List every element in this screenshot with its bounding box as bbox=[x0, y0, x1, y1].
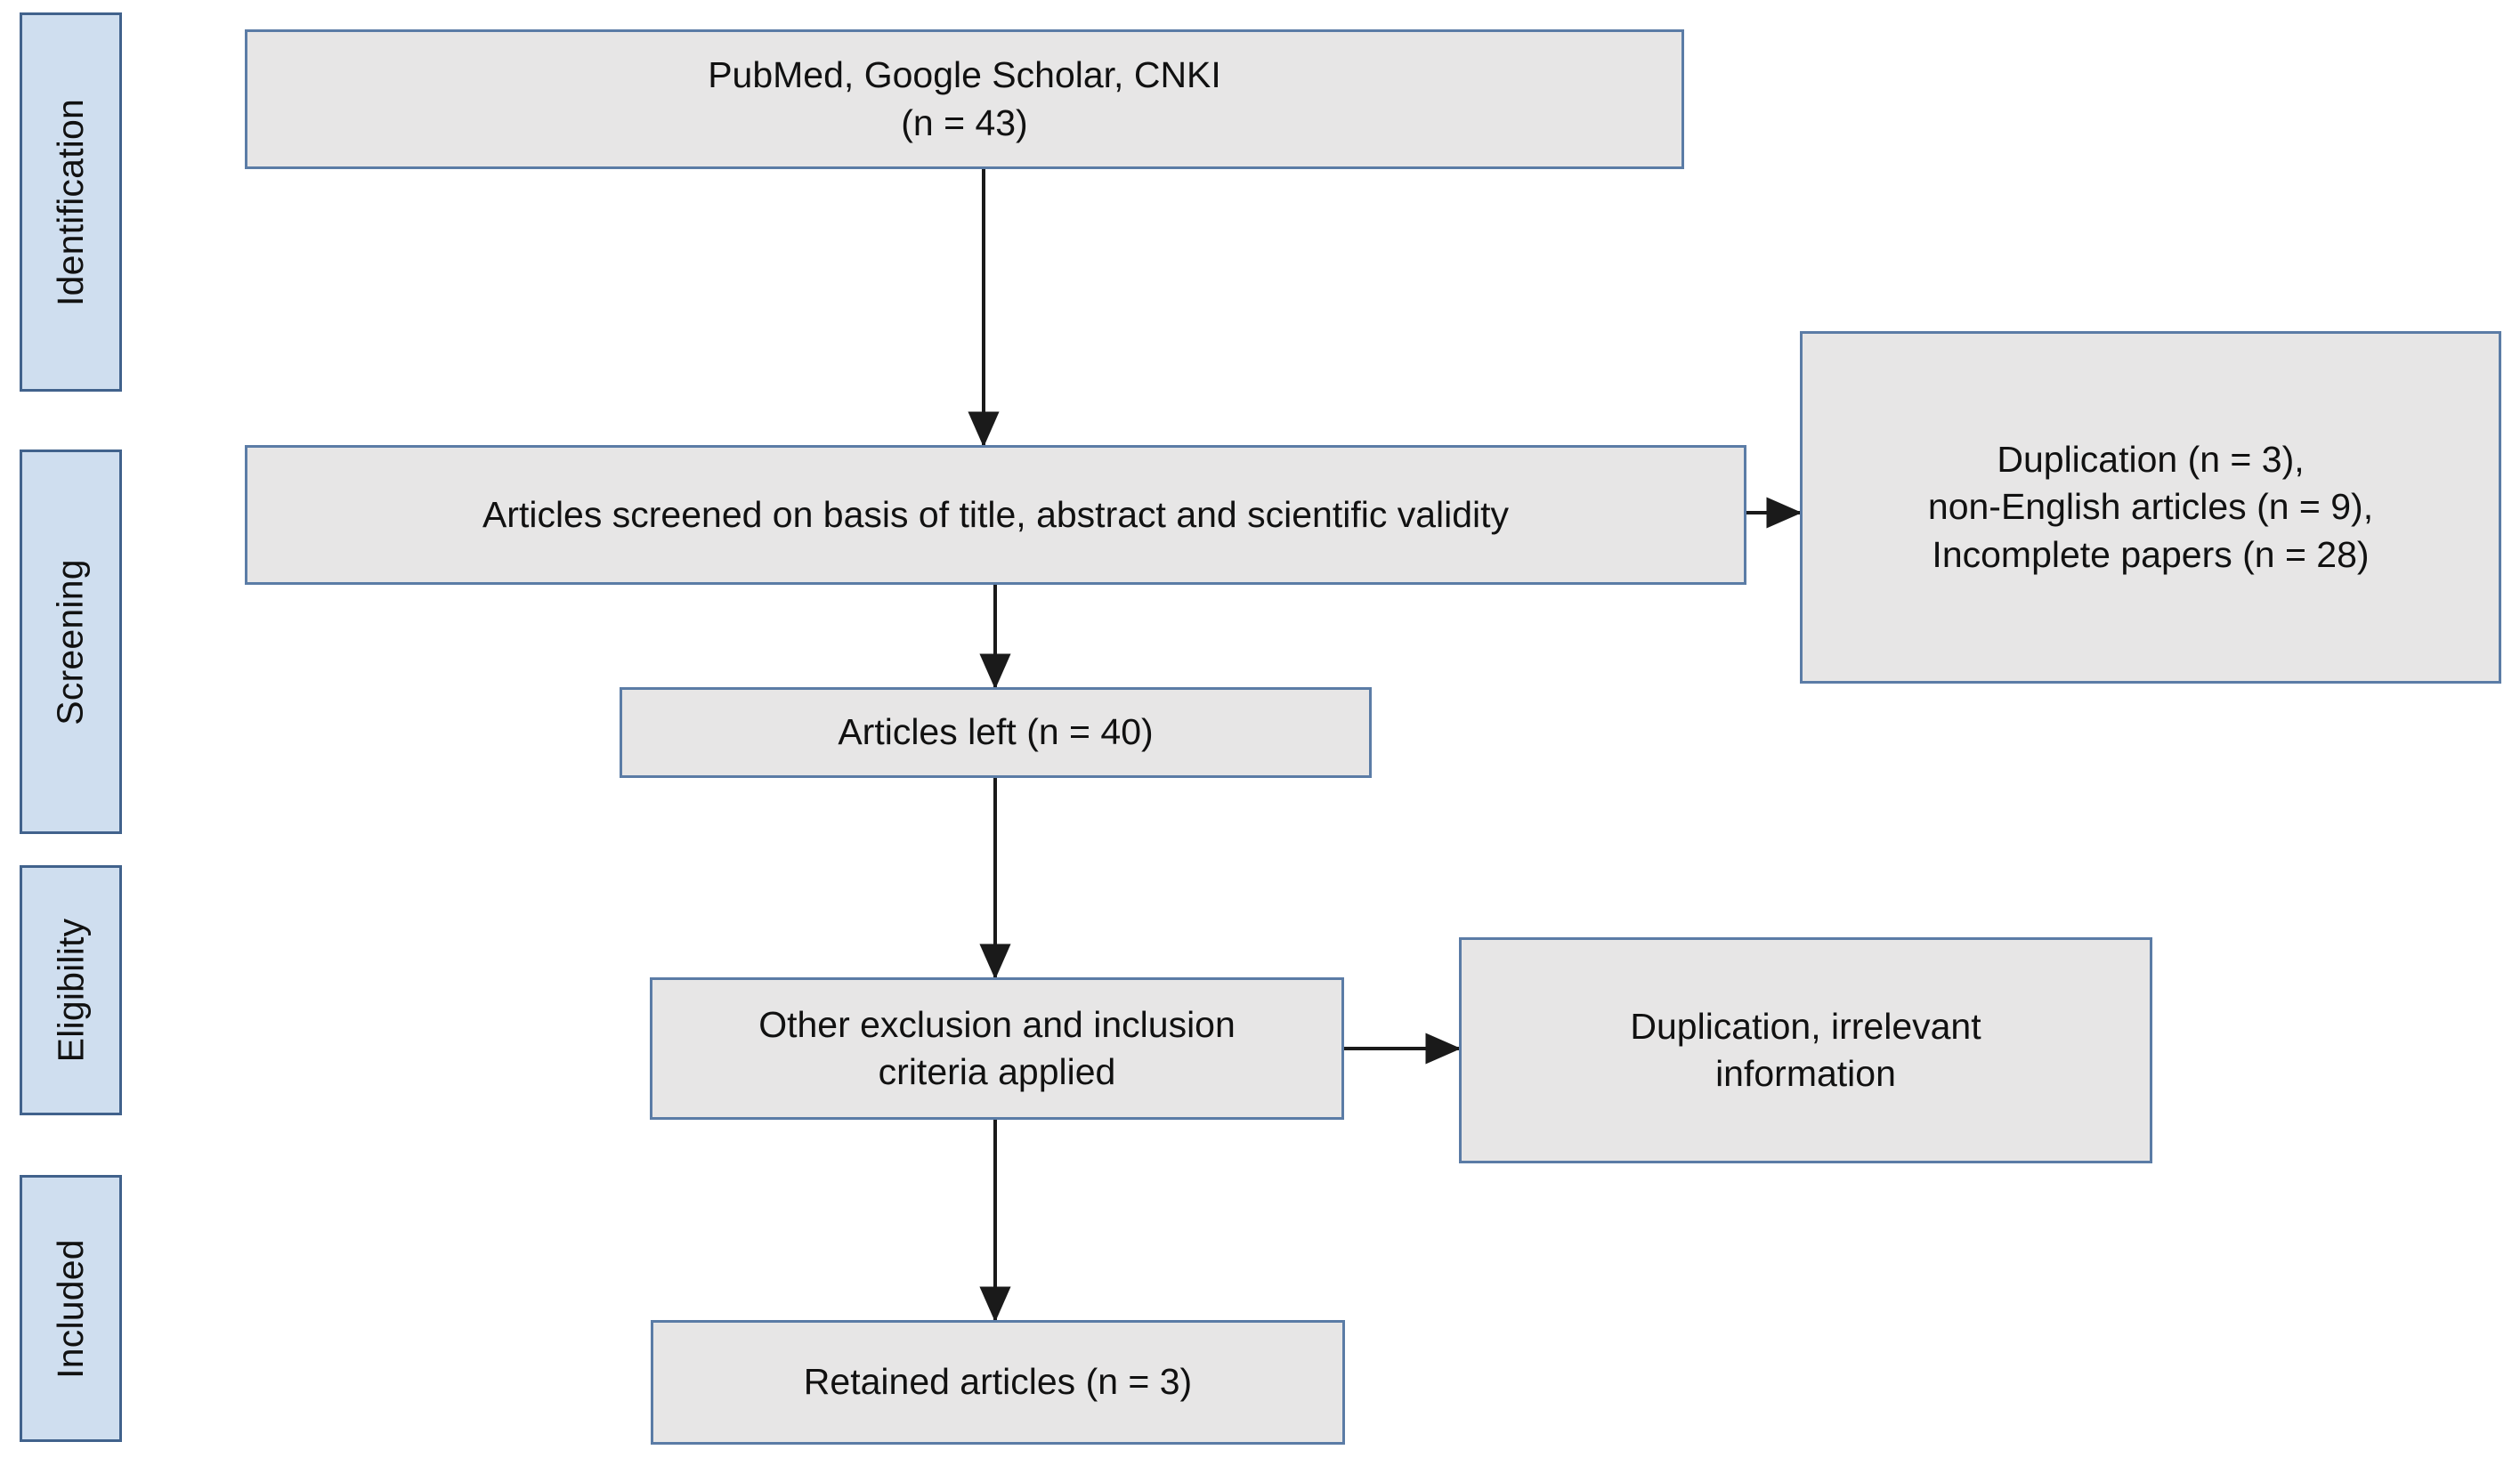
excluded-eligibility-box-text: Duplication, irrelevant information bbox=[1630, 1005, 1981, 1094]
articles-left-box-text: Articles left (n = 40) bbox=[838, 711, 1154, 753]
stage-box-screening: Screening bbox=[20, 450, 122, 834]
sources-box: PubMed, Google Scholar, CNKI (n = 43) bbox=[245, 29, 1684, 169]
retained-box-text: Retained articles (n = 3) bbox=[803, 1361, 1193, 1403]
stage-box-eligibility: Eligibility bbox=[20, 865, 122, 1115]
stage-label-screening: Screening bbox=[50, 558, 92, 725]
criteria-box-text: Other exclusion and inclusion criteria a… bbox=[758, 1003, 1236, 1092]
stage-label-identification: Identification bbox=[50, 98, 92, 306]
stage-box-identification: Identification bbox=[20, 12, 122, 392]
sources-box-text: PubMed, Google Scholar, CNKI (n = 43) bbox=[708, 54, 1221, 143]
stage-label-eligibility: Eligibility bbox=[50, 918, 92, 1063]
stage-box-included: Included bbox=[20, 1175, 122, 1442]
excluded-eligibility-box: Duplication, irrelevant information bbox=[1459, 937, 2152, 1163]
screened-box-text: Articles screened on basis of title, abs… bbox=[482, 493, 1510, 535]
retained-box: Retained articles (n = 3) bbox=[651, 1320, 1345, 1445]
stage-label-included: Included bbox=[50, 1238, 91, 1379]
excluded-screening-box-text: Duplication (n = 3), non-English article… bbox=[1927, 439, 2374, 575]
criteria-box: Other exclusion and inclusion criteria a… bbox=[650, 977, 1344, 1120]
screened-box: Articles screened on basis of title, abs… bbox=[245, 445, 1746, 585]
excluded-screening-box: Duplication (n = 3), non-English article… bbox=[1800, 331, 2501, 684]
articles-left-box: Articles left (n = 40) bbox=[620, 687, 1372, 778]
